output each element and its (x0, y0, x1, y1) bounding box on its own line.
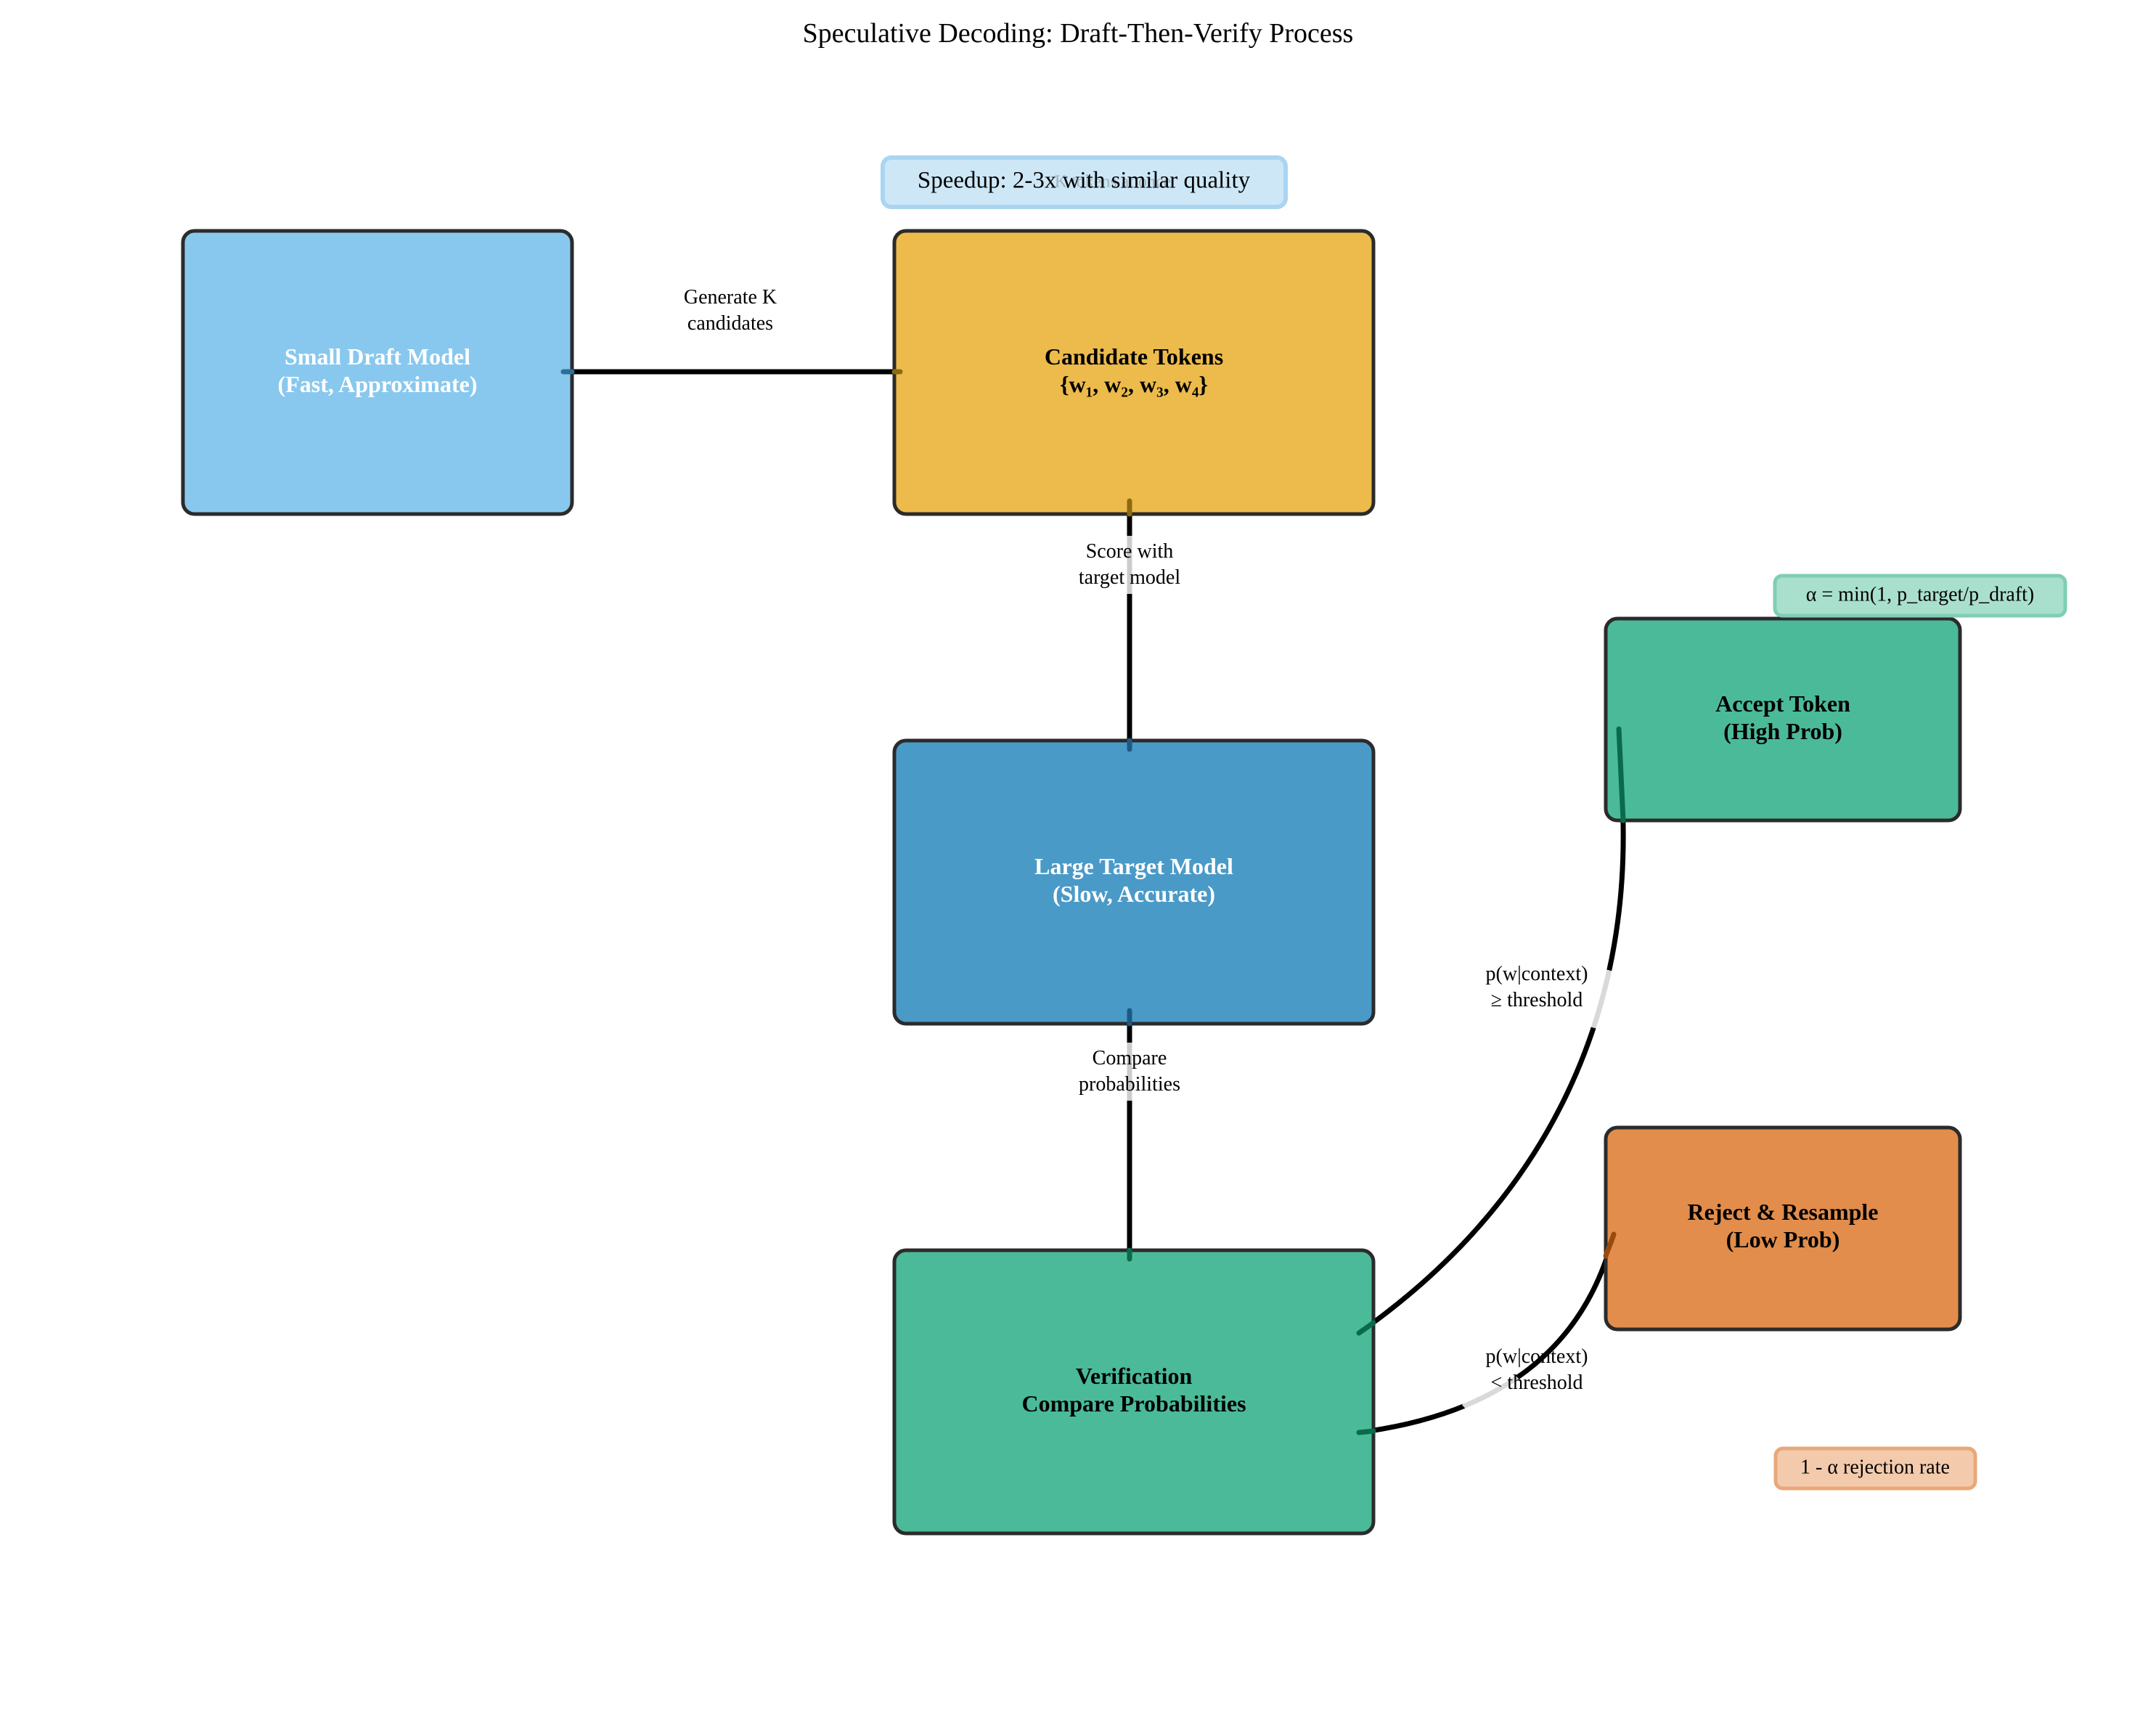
alpha-note-text: α = min(1, p_target/p_draft) (1806, 583, 2035, 606)
edge-label-generate: Generate K candidates (684, 286, 777, 335)
node-candidate-tokens-line1: Candidate Tokens (1045, 343, 1223, 370)
edge-label-score-bg (1118, 536, 1141, 594)
node-candidate-tokens-line2: {w₁, w₂, w₃, w₄} (1060, 371, 1208, 397)
node-verification-line2: Compare Probabilities (1021, 1390, 1246, 1417)
node-target-model: Large Target Model (Slow, Accurate) (892, 738, 1376, 1026)
node-accept-token-box (1604, 616, 1962, 823)
edge-label-accept-bg (1584, 968, 1619, 1030)
node-verification-box (892, 1248, 1376, 1536)
speedup-note-text: Speedup: 2-3x with similar quality (918, 168, 1251, 194)
node-reject-resample-line2: (Low Prob) (1726, 1226, 1840, 1252)
node-target-model-line1: Large Target Model (1034, 853, 1233, 879)
node-target-model-box (892, 738, 1376, 1026)
node-verification: Verification Compare Probabilities (892, 1248, 1376, 1536)
alpha-note-box (1773, 574, 2067, 618)
edge-stub-accept-in (1616, 726, 1626, 823)
edge-label-compare-line1: Compare (1093, 1047, 1167, 1069)
node-verification-line1: Verification (1076, 1363, 1193, 1389)
edge-label-accept: p(w|context) ≥ threshold (1486, 963, 1619, 1030)
edge-label-generate-line2: candidates (687, 312, 773, 335)
edge-label-reject-line2: < threshold (1491, 1371, 1583, 1394)
edge-stub-reject-in (1603, 1231, 1617, 1259)
node-candidate-tokens: Candidate Tokens {w₁, w₂, w₃, w₄} (892, 229, 1376, 516)
node-target-model-line2: (Slow, Accurate) (1053, 881, 1215, 907)
node-reject-resample: Reject & Resample (Low Prob) (1604, 1125, 1962, 1332)
edge-verification-to-accept (1356, 726, 1626, 1336)
edge-label-reject-bg (1461, 1364, 1519, 1419)
rejection-rate-note-text: 1 - α rejection rate (1800, 1456, 1950, 1478)
edge-label-score: Score with target model (1079, 536, 1180, 594)
edge-label-accept-line1: p(w|context) (1486, 963, 1588, 985)
edge-label-reject: p(w|context) < threshold (1461, 1345, 1588, 1419)
edge-stubs (560, 369, 1626, 1435)
node-draft-model-line2: (Fast, Approximate) (278, 371, 478, 397)
node-draft-model-line1: Small Draft Model (285, 343, 470, 370)
edge-label-reject-line1: p(w|context) (1486, 1345, 1588, 1368)
speedup-note-ghost-text: K tokens at once (1055, 173, 1172, 192)
edge-label-accept-line2: ≥ threshold (1491, 989, 1583, 1011)
edge-stub-verification-reject (1356, 1428, 1376, 1435)
node-reject-resample-box (1604, 1125, 1962, 1332)
edge-label-generate-line1: Generate K (684, 286, 777, 309)
edge-stub-verification-accept (1356, 1320, 1376, 1336)
node-accept-token-line2: (High Prob) (1723, 718, 1842, 744)
edge-label-score-line2: target model (1079, 566, 1180, 589)
node-accept-token-line1: Accept Token (1715, 690, 1850, 717)
edge-labels: Generate K candidates Score with target … (684, 286, 1619, 1419)
edge-verification-to-reject (1356, 1231, 1617, 1435)
rejection-rate-note-box (1773, 1446, 1977, 1491)
rejection-rate-note: 1 - α rejection rate (1773, 1446, 1977, 1491)
node-reject-resample-line1: Reject & Resample (1688, 1199, 1879, 1225)
edge-label-compare-bg (1118, 1043, 1141, 1101)
diagram-title: Speculative Decoding: Draft-Then-Verify … (803, 18, 1354, 49)
edge-label-compare-line2: probabilities (1079, 1073, 1180, 1096)
speedup-note-box (881, 155, 1288, 209)
node-accept-token: Accept Token (High Prob) (1604, 616, 1962, 823)
edge-label-compare: Compare probabilities (1079, 1043, 1180, 1101)
node-draft-model: Small Draft Model (Fast, Approximate) (181, 229, 574, 516)
edge-label-score-line1: Score with (1086, 540, 1174, 563)
alpha-note: α = min(1, p_target/p_draft) (1773, 574, 2067, 618)
speedup-note: K tokens at once Speedup: 2-3x with simi… (881, 155, 1288, 209)
